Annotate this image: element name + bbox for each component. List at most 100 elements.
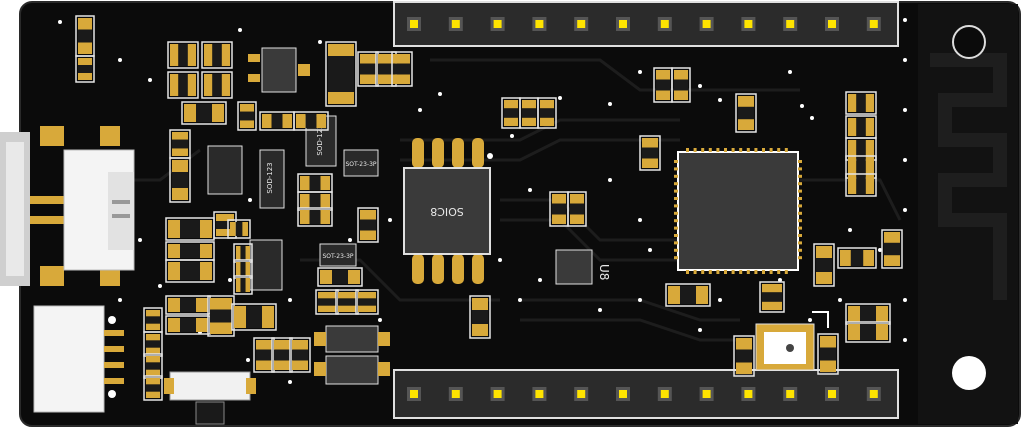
mcu-pin <box>798 174 802 178</box>
passive-component <box>75 15 95 57</box>
diode-large-a <box>314 325 390 353</box>
soic8-label: SOIC8 <box>430 205 464 218</box>
passive-component <box>501 97 521 129</box>
header-pin-core <box>828 20 836 28</box>
passive-component <box>335 289 359 315</box>
mcu-pin <box>798 219 802 223</box>
mcu-pin <box>674 197 678 200</box>
passive-component <box>845 303 891 325</box>
passive-component <box>297 173 333 193</box>
passive-component <box>845 173 877 197</box>
sot23-b: SOT-23-3P <box>319 243 357 267</box>
mcu-pin <box>674 160 678 163</box>
passive-component <box>357 51 379 87</box>
header-pin-core <box>619 390 627 398</box>
u8-label: U8 <box>597 264 611 280</box>
header-pin-core <box>869 20 878 28</box>
header-pin-core <box>660 390 669 398</box>
mcu-pin <box>674 211 678 215</box>
header-pin-core <box>744 390 753 398</box>
header-pin-core <box>577 390 586 398</box>
sot23-a: SOT-23-3P <box>343 149 379 177</box>
passive-component <box>549 191 569 227</box>
passive-component <box>253 337 275 373</box>
passive-component <box>207 295 235 337</box>
sensor-module <box>755 311 829 371</box>
passive-component <box>817 333 839 375</box>
passive-component <box>845 91 877 115</box>
mcu-pin <box>739 270 743 274</box>
passive-component <box>165 259 215 283</box>
passive-component <box>537 97 557 129</box>
passive-component <box>391 51 413 87</box>
passive-component <box>881 229 903 269</box>
mcu-pin <box>686 270 689 274</box>
mcu-pin <box>686 148 689 152</box>
header-bottom-pins <box>407 387 881 401</box>
slide-switch <box>164 371 256 425</box>
sot23-label-b: SOT-23-3P <box>322 253 353 260</box>
mcu-pin <box>798 167 802 171</box>
passive-component <box>639 135 661 171</box>
passive-component <box>143 307 163 333</box>
header-pin-core <box>869 390 878 398</box>
mcu-pin <box>798 182 802 186</box>
passive-component <box>297 207 333 227</box>
mcu-pin <box>798 248 802 252</box>
mcu-pin <box>674 204 678 208</box>
passive-component <box>293 111 329 131</box>
mcu-pin <box>798 189 802 193</box>
passive-component <box>167 71 199 99</box>
jst-connector <box>63 149 135 271</box>
header-pin-core <box>786 20 795 28</box>
header-top-pins <box>407 17 881 31</box>
passive-component <box>165 241 215 261</box>
header-pin-core <box>493 390 502 398</box>
header-pin-core <box>744 20 753 28</box>
mcu-pin <box>693 148 697 152</box>
header-pin-core <box>535 390 544 398</box>
mcu-pin <box>674 234 678 237</box>
passive-component <box>315 289 339 315</box>
passive-component <box>759 281 785 313</box>
header-pin-core <box>410 390 418 398</box>
passive-component <box>167 41 199 69</box>
mcu-pin <box>731 148 735 152</box>
mcu-pin <box>777 148 781 152</box>
ic-left-lower <box>249 239 283 291</box>
soic8-chip: SOIC8 <box>403 138 491 284</box>
mcu-pin <box>769 148 773 152</box>
passive-component <box>325 41 357 107</box>
mcu-pins <box>674 148 802 274</box>
mcu-qfn <box>674 148 802 274</box>
diode-sod123-a: SOD-123 <box>259 149 285 209</box>
passive-component <box>845 115 877 139</box>
passive-component <box>237 101 257 131</box>
sot23-label-a: SOT-23-3P <box>345 161 376 168</box>
mcu-pin <box>754 148 758 152</box>
header-pin-core <box>702 20 711 28</box>
passive-component <box>201 41 233 69</box>
passive-component <box>75 55 95 83</box>
mcu-pin <box>731 270 735 274</box>
passive-component <box>271 337 293 373</box>
mcu-pin <box>674 167 678 171</box>
passive-component <box>375 51 397 87</box>
passive-component <box>567 191 587 227</box>
mcu-pin <box>777 270 781 274</box>
header-pin-core <box>577 20 586 28</box>
header-pin-core <box>828 390 836 398</box>
passive-component <box>169 157 191 203</box>
header-pin-core <box>619 20 627 28</box>
passive-component <box>143 331 163 357</box>
diode-large-b <box>314 355 390 385</box>
mcu-pin <box>798 241 802 245</box>
regulator-top <box>248 47 310 93</box>
passive-component <box>837 247 877 269</box>
mcu-pin <box>674 241 678 245</box>
passive-component <box>357 207 379 243</box>
passive-component <box>665 283 711 307</box>
mcu-pin <box>798 204 802 208</box>
passive-component <box>653 67 673 103</box>
passive-component <box>355 289 379 315</box>
